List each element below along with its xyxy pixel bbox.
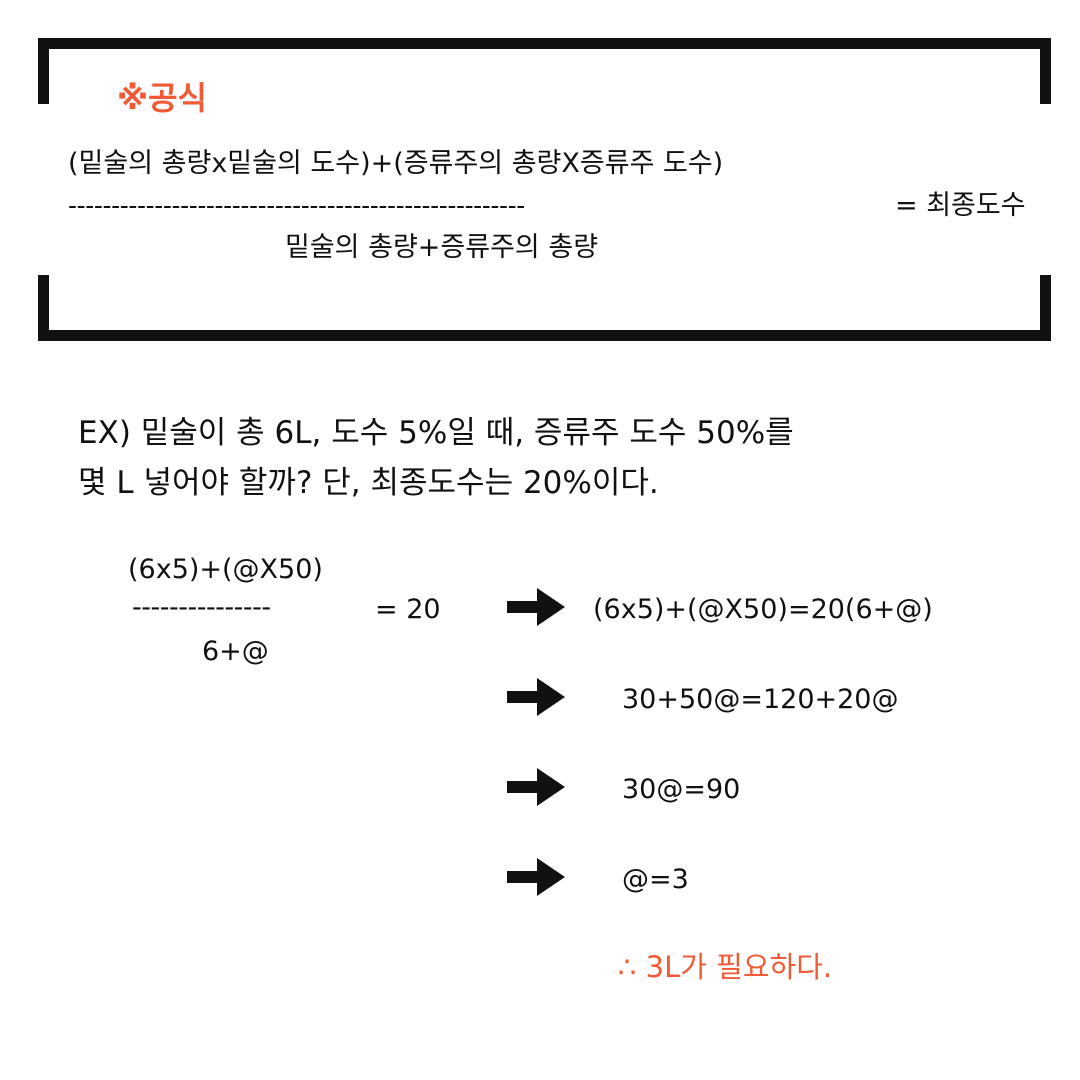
formula-equals-result: = 최종도수: [895, 190, 1026, 221]
solution-conclusion: ∴ 3L가 필요하다.: [618, 950, 833, 984]
fraction-numerator: (6x5)+(@X50): [128, 554, 323, 585]
solution-step-1: (6x5)+(@X50)=20(6+@): [593, 594, 933, 625]
bracket-top-left-vertical: [38, 38, 49, 104]
solution-step-3: 30@=90: [622, 774, 741, 805]
example-line-2: 몇 L 넣어야 할까? 단, 최종도수는 20%이다.: [78, 465, 659, 501]
formula-divider: ----------------------------------------…: [68, 191, 525, 220]
right-arrow-icon: [507, 858, 565, 896]
fraction-denominator: 6+@: [202, 636, 269, 667]
right-arrow-icon: [507, 678, 565, 716]
bracket-bottom-left-vertical: [38, 275, 49, 341]
bracket-bottom-right-vertical: [1040, 275, 1051, 341]
bracket-bottom-horizontal: [38, 330, 1051, 341]
bracket-top-left-horizontal: [38, 38, 1051, 49]
formula-denominator: 밑술의 총량+증류주의 총량: [285, 232, 599, 263]
solution-step-4: @=3: [622, 864, 689, 895]
fraction-divider: ---------------: [132, 592, 271, 623]
fraction-equals: = 20: [375, 594, 441, 625]
bracket-top-right-vertical: [1040, 38, 1051, 104]
solution-step-2: 30+50@=120+20@: [622, 684, 899, 715]
formula-heading: ※공식: [117, 79, 207, 117]
right-arrow-icon: [507, 768, 565, 806]
right-arrow-icon: [507, 588, 565, 626]
example-line-1: EX) 밑술이 총 6L, 도수 5%일 때, 증류주 도수 50%를: [78, 415, 794, 451]
formula-numerator: (밑술의 총량x밑술의 도수)+(증류주의 총량X증류주 도수): [68, 148, 724, 179]
